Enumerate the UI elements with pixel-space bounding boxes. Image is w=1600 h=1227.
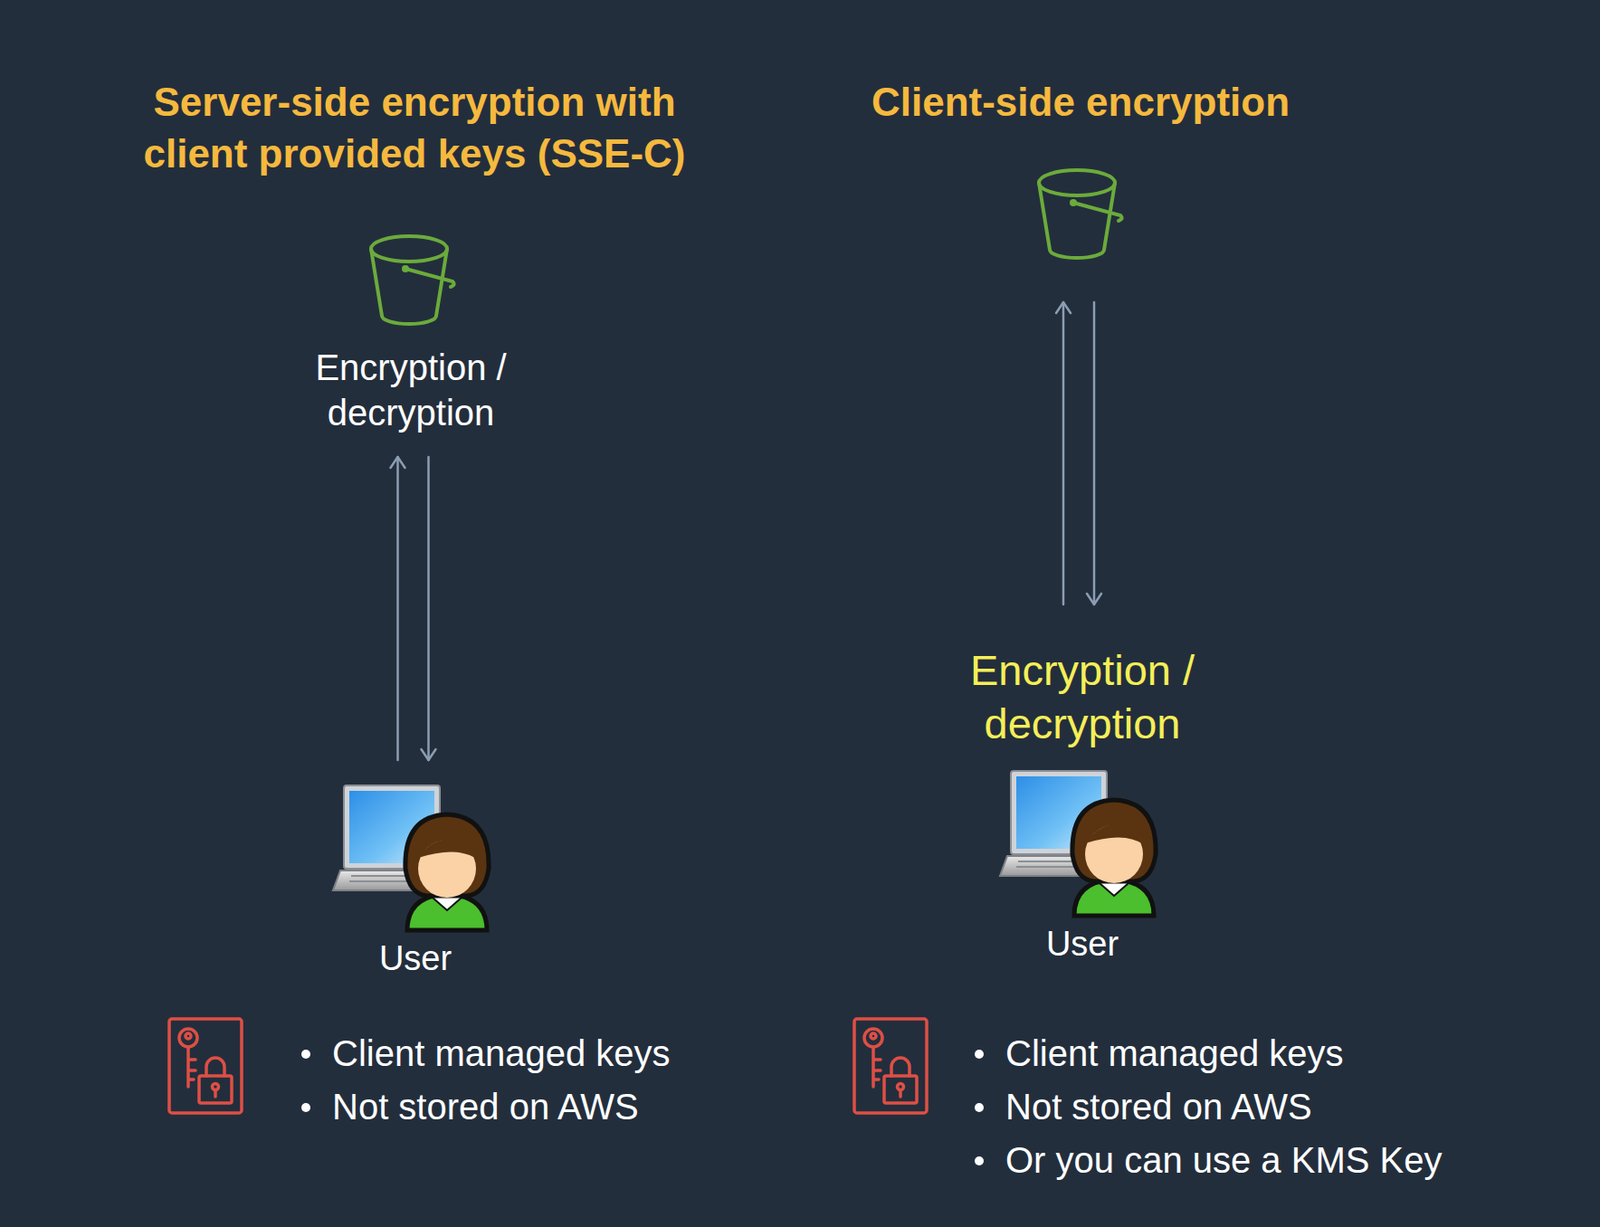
bullet-dot bbox=[974, 1156, 984, 1166]
bullet-dot bbox=[974, 1049, 984, 1059]
bullet-item: Client managed keys bbox=[974, 1027, 1344, 1081]
user-node: User bbox=[261, 781, 570, 981]
flow-arrow bbox=[1056, 302, 1071, 605]
user-label: User bbox=[991, 923, 1173, 967]
bullet-text: Or you can use a KMS Key bbox=[1005, 1140, 1442, 1181]
column-heading: Server-side encryption with client provi… bbox=[97, 76, 732, 180]
bullet-dot bbox=[301, 1049, 311, 1059]
bullet-item: Or you can use a KMS Key bbox=[974, 1133, 1442, 1188]
bucket-icon bbox=[363, 230, 458, 329]
column-heading: Client-side encryption bbox=[809, 76, 1353, 128]
bucket-icon-box bbox=[1031, 164, 1126, 263]
bullet-item: Not stored on AWS bbox=[974, 1080, 1313, 1134]
flow-arrow bbox=[1086, 302, 1102, 605]
bullet-dot bbox=[974, 1103, 984, 1113]
bucket-icon bbox=[1031, 164, 1126, 263]
bullet-item: Not stored on AWS bbox=[301, 1080, 639, 1134]
bucket-node bbox=[924, 164, 1233, 263]
user-icon-box bbox=[331, 781, 500, 934]
bullet-text: Client managed keys bbox=[1005, 1033, 1344, 1075]
flow-arrow bbox=[421, 457, 437, 761]
key-lock-icon bbox=[166, 1016, 247, 1118]
flow-arrow bbox=[390, 457, 406, 761]
bucket-icon-box bbox=[363, 230, 458, 329]
bucket-node: Encryption / decryption bbox=[257, 230, 565, 436]
user-laptop-icon bbox=[331, 781, 500, 934]
user-label: User bbox=[324, 937, 506, 981]
bullet-item: Client managed keys bbox=[301, 1027, 671, 1081]
bullet-text: Not stored on AWS bbox=[1005, 1086, 1313, 1128]
user-laptop-icon bbox=[998, 767, 1167, 920]
user-icon-box bbox=[998, 767, 1167, 920]
bullet-dot bbox=[301, 1103, 311, 1113]
bullet-text: Not stored on AWS bbox=[332, 1086, 639, 1128]
process-label: Encryption / decryption bbox=[275, 344, 547, 436]
key-lock-icon bbox=[851, 1016, 932, 1118]
process-label: Encryption / decryption bbox=[928, 644, 1237, 752]
bullet-text: Client managed keys bbox=[332, 1033, 671, 1075]
user-node: Encryption / decryptionUser bbox=[910, 644, 1255, 966]
